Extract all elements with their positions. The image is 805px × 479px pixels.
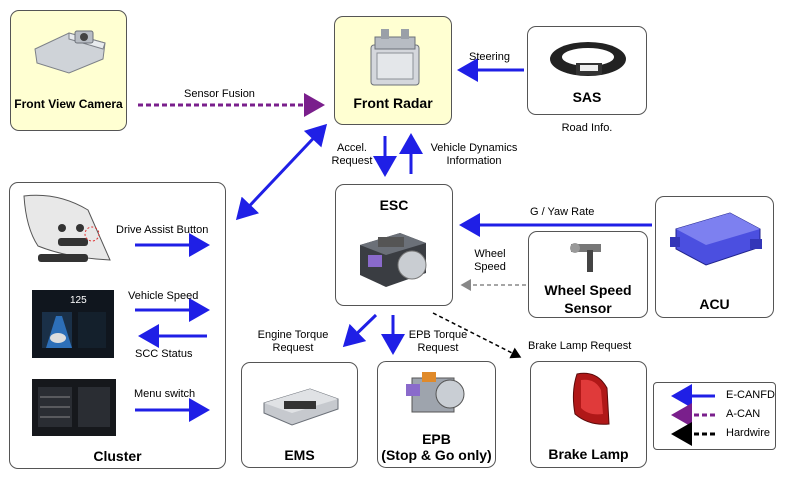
camera-icon	[34, 30, 106, 74]
epb-box: EPB (Stop & Go only)	[377, 361, 496, 468]
ems-module-icon	[263, 388, 339, 426]
front-radar-box: Front Radar	[334, 16, 452, 125]
radar-cluster-line	[235, 123, 328, 221]
accel-request-label: Accel. Request	[324, 142, 380, 168]
scc-status-label: SCC Status	[135, 348, 193, 360]
vehicle-dynamics-label-line2: Information	[446, 155, 502, 167]
brake-lamp-request-line	[432, 312, 522, 359]
vehicle-dynamics-label: Vehicle Dynamics Information	[418, 142, 530, 168]
front-view-camera-box: Front View Camera	[10, 10, 127, 131]
wheel-speed-sensor-title-line2: Sensor	[564, 300, 612, 316]
wheel-speed-sensor-box: Wheel Speed Sensor	[528, 231, 648, 318]
accel-request-label-line2: Request	[331, 155, 373, 167]
cluster-display-icon: 125	[32, 290, 114, 358]
cluster-menu-icon	[32, 379, 116, 436]
brake-lamp-title: Brake Lamp	[548, 446, 629, 462]
esc-title: ESC	[379, 197, 409, 213]
sas-subtitle: Road Info.	[561, 122, 613, 134]
front-radar-title: Front Radar	[353, 95, 433, 111]
legend-a-can-label: A-CAN	[726, 408, 761, 420]
epb-title-line2: (Stop & Go only)	[381, 447, 492, 463]
legend-hardwire-label: Hardwire	[726, 427, 771, 439]
acu-module-icon	[670, 212, 762, 266]
ems-title: EMS	[284, 447, 315, 463]
epb-torque-label: EPB Torque Request	[398, 329, 478, 355]
brake-lamp-box: Brake Lamp	[530, 361, 647, 468]
vehicle-dynamics-label-line1: Vehicle Dynamics	[430, 142, 518, 154]
epb-title-line1: EPB	[422, 431, 451, 447]
esc-box: ESC	[335, 184, 453, 306]
epb-title: EPB (Stop & Go only)	[378, 431, 495, 463]
epb-torque-label-line1: EPB Torque	[408, 329, 468, 341]
engine-torque-label-line2: Request	[272, 342, 314, 354]
cluster-speed-readout: 125	[70, 295, 87, 306]
wheel-speed-label: Wheel Speed	[466, 248, 514, 274]
wheel-speed-sensor-title: Wheel Speed Sensor	[529, 281, 647, 317]
steering-wheel-switch-icon	[23, 194, 111, 262]
accel-request-label-line1: Accel.	[337, 142, 367, 154]
cluster-title: Cluster	[93, 448, 142, 464]
sas-box: SAS	[527, 26, 647, 115]
steering-label: Steering	[469, 51, 510, 63]
acu-title: ACU	[699, 296, 730, 312]
sensor-fusion-label: Sensor Fusion	[184, 88, 255, 100]
epb-torque-label-line2: Request	[417, 342, 459, 354]
wheel-speed-sensor-title-line1: Wheel Speed	[544, 282, 632, 298]
steering-angle-sensor-icon	[550, 42, 626, 76]
brake-lamp-request-label: Brake Lamp Request	[528, 340, 632, 352]
esc-module-icon	[360, 233, 427, 287]
wheel-speed-label-line1: Wheel	[474, 248, 506, 260]
engine-torque-line	[342, 313, 378, 348]
brake-lamp-icon	[572, 372, 610, 425]
g-yaw-rate-label: G / Yaw Rate	[530, 206, 595, 218]
wheel-speed-label-line2: Speed	[474, 261, 506, 273]
sas-title: SAS	[572, 89, 602, 105]
front-view-camera-title: Front View Camera	[14, 97, 123, 111]
vehicle-speed-label: Vehicle Speed	[128, 290, 199, 302]
engine-torque-label-line1: Engine Torque	[257, 329, 329, 341]
legend-e-canfd-label: E-CANFD	[726, 389, 775, 401]
drive-assist-button-label: Drive Assist Button	[116, 224, 209, 236]
epb-caliper-icon	[406, 372, 465, 413]
radar-icon	[370, 29, 420, 86]
ems-box: EMS	[241, 362, 358, 468]
acu-box: ACU	[655, 196, 774, 318]
engine-torque-label: Engine Torque Request	[252, 329, 334, 355]
menu-switch-label: Menu switch	[134, 388, 196, 400]
wheel-speed-sensor-icon	[570, 243, 601, 272]
